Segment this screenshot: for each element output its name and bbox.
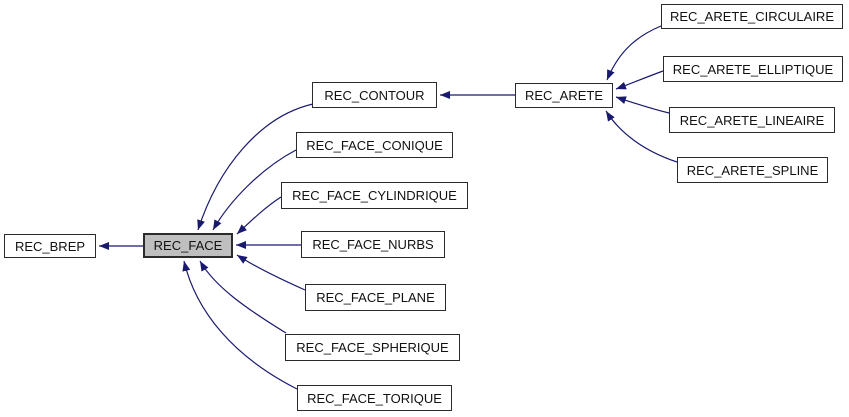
edge-rec-face-conique-to-rec-face bbox=[212, 149, 297, 231]
edge-rec-face-plane-to-rec-face bbox=[236, 254, 306, 291]
edge-rec-face-spherique-to-rec-face bbox=[199, 260, 287, 334]
node-rec-face-plane[interactable]: REC_FACE_PLANE bbox=[305, 284, 446, 311]
node-rec-arete-spline[interactable]: REC_ARETE_SPLINE bbox=[677, 157, 828, 183]
node-rec-face-nurbs[interactable]: REC_FACE_NURBS bbox=[301, 231, 445, 258]
node-rec-face-spherique[interactable]: REC_FACE_SPHERIQUE bbox=[285, 334, 460, 361]
edge-rec-arete-circulaire-to-rec-arete bbox=[606, 25, 662, 81]
edge-rec-contour-to-rec-face bbox=[197, 103, 314, 231]
node-rec-arete-lineaire[interactable]: REC_ARETE_LINEAIRE bbox=[669, 107, 835, 133]
edge-rec-arete-elliptique-to-rec-arete bbox=[615, 70, 664, 90]
node-rec-arete-elliptique[interactable]: REC_ARETE_ELLIPTIQUE bbox=[663, 56, 843, 82]
edge-rec-face-cylindrique-to-rec-face bbox=[236, 196, 282, 235]
node-rec-arete[interactable]: REC_ARETE bbox=[515, 83, 613, 108]
edge-rec-arete-spline-to-rec-arete bbox=[605, 110, 678, 163]
node-rec-face: REC_FACE bbox=[143, 233, 233, 258]
edge-rec-face-torique-to-rec-face bbox=[182, 260, 298, 390]
node-rec-face-cylindrique[interactable]: REC_FACE_CYLINDRIQUE bbox=[281, 182, 468, 209]
node-rec-arete-circulaire[interactable]: REC_ARETE_CIRCULAIRE bbox=[661, 4, 843, 29]
node-rec-brep[interactable]: REC_BREP bbox=[4, 234, 96, 258]
node-rec-face-torique[interactable]: REC_FACE_TORIQUE bbox=[297, 385, 452, 411]
node-rec-face-conique[interactable]: REC_FACE_CONIQUE bbox=[296, 132, 453, 158]
edge-rec-arete-lineaire-to-rec-arete bbox=[615, 96, 670, 114]
node-rec-contour[interactable]: REC_CONTOUR bbox=[312, 82, 437, 108]
